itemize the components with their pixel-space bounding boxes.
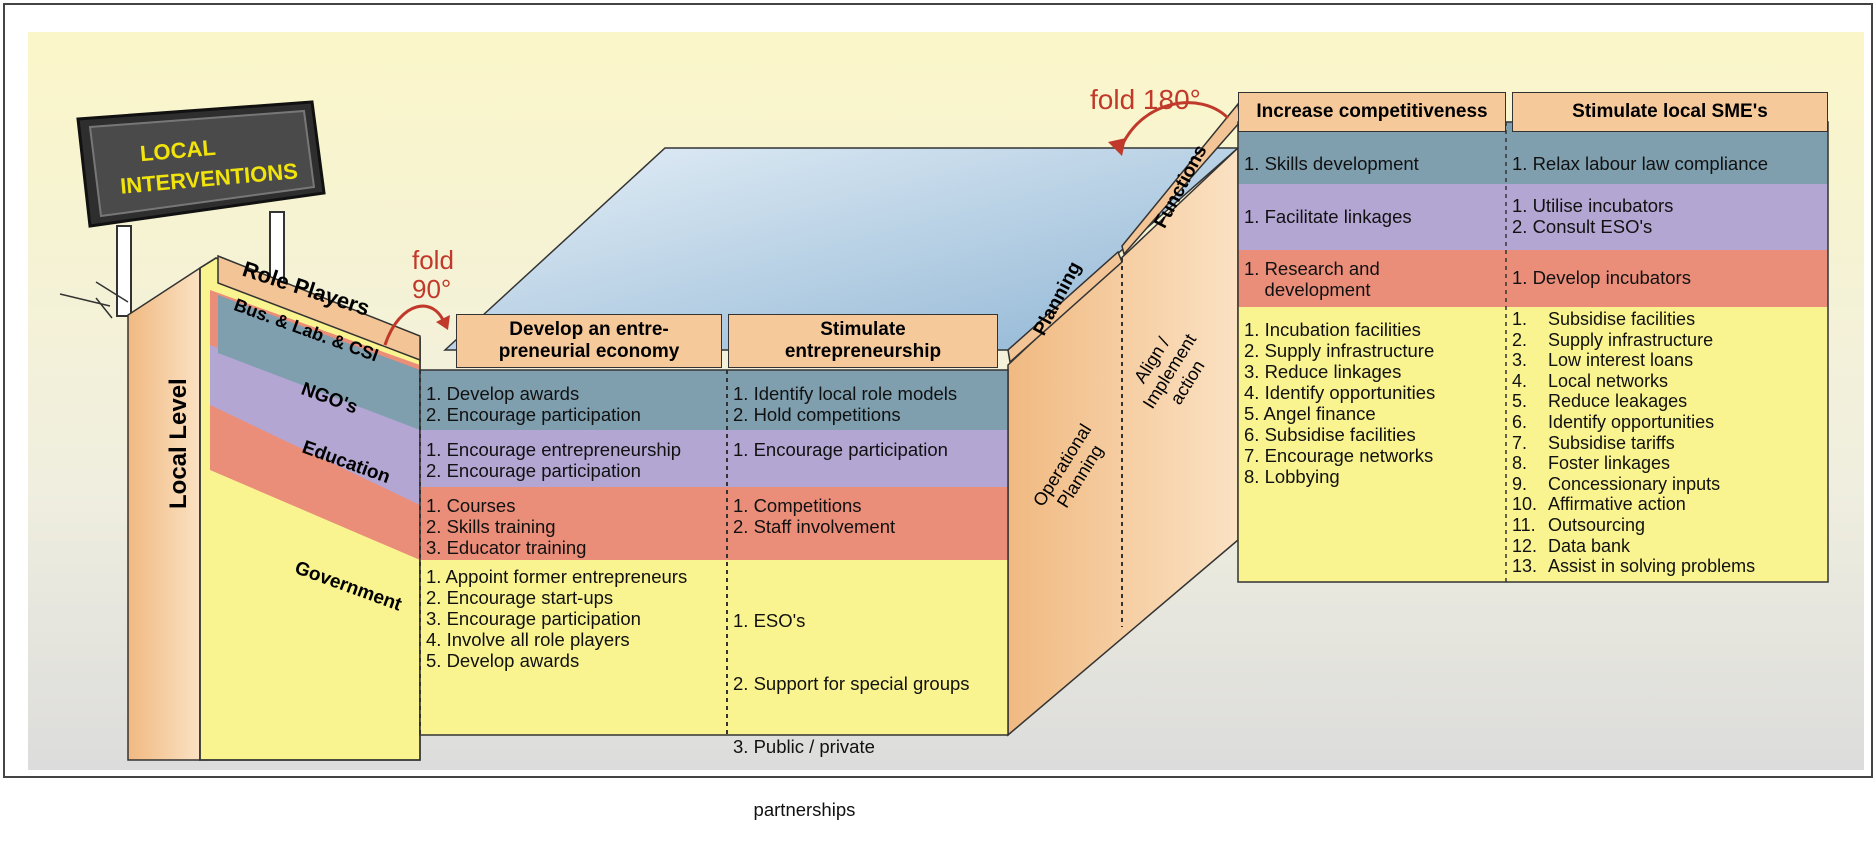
- cell-col3-education: 1. Develop incubators: [1512, 267, 1691, 288]
- band-education: [420, 487, 1008, 560]
- cell-col1-government: 1. ESO's 2. Support for special groups 3…: [733, 610, 970, 820]
- sign-post-left: [116, 225, 132, 317]
- front-table-outline: [419, 369, 1009, 736]
- band-ngo: [420, 430, 1008, 487]
- fold-180-arrow: [1118, 101, 1230, 151]
- grass-lines: [59, 281, 129, 319]
- right-band-government: [1238, 307, 1828, 582]
- header-stimulate-sme: Stimulate local SME's: [1512, 92, 1828, 132]
- fold-180-arrowhead: [1108, 138, 1126, 156]
- planning-tab: [1007, 250, 1123, 364]
- right-band-education: [1238, 250, 1828, 307]
- cell-col1-ngo: 1. Encourage participation: [733, 439, 948, 460]
- cell-col3-government: 1.Subsidise facilities 2.Supply infrastr…: [1512, 309, 1756, 577]
- header-stimulate-entrepreneurship: Stimulate entrepreneurship: [728, 314, 998, 368]
- band-government: [420, 560, 1008, 735]
- cell-col0-education: 1. Courses 2. Skills training 3. Educato…: [426, 495, 587, 558]
- diagram-shapes: [3, 3, 1873, 778]
- header-increase-competitiveness: Increase competitiveness: [1238, 92, 1506, 132]
- fold-90-arrowhead: [436, 315, 450, 330]
- cell-col2-government: 1. Incubation facilities 2. Supply infra…: [1244, 319, 1436, 487]
- band-business: [420, 370, 1008, 430]
- cell-col3-ngo: 1. Utilise incubators 2. Consult ESO's: [1512, 195, 1674, 237]
- cell-col3-business: 1. Relax labour law compliance: [1512, 153, 1769, 174]
- cell-col2-business: 1. Skills development: [1244, 153, 1419, 174]
- cell-col1-education: 1. Competitions 2. Staff involvement: [733, 495, 896, 537]
- cell-col2-education: 1. Research and development: [1244, 258, 1380, 300]
- fold-90-label-line1: fold: [412, 245, 454, 275]
- fold-90-arrow: [383, 304, 447, 346]
- local-level-label: Local Level: [165, 378, 192, 509]
- cell-col0-business: 1. Develop awards 2. Encourage participa…: [426, 383, 641, 425]
- role-face-ngo: [210, 345, 420, 505]
- sign-face: [88, 109, 316, 218]
- cell-col1-business: 1. Identify local role models 2. Hold co…: [733, 383, 958, 425]
- cell-col0-ngo: 1. Encourage entrepreneurship 2. Encoura…: [426, 439, 682, 481]
- right-band-ngo: [1238, 184, 1828, 250]
- local-level-panel: [127, 266, 201, 761]
- cell-col2-ngo: 1. Facilitate linkages: [1244, 206, 1412, 227]
- header-develop-economy: Develop an entre- preneurial economy: [456, 314, 722, 368]
- cell-col0-government: 1. Appoint former entrepreneurs 2. Encou…: [426, 566, 688, 671]
- right-band-business: [1238, 122, 1828, 184]
- fold-90-label-line2: 90°: [412, 274, 452, 304]
- diagram-stage: LOCAL INTERVENTIONS Local Level Role Pla…: [3, 3, 1873, 820]
- role-players-tab: [217, 254, 421, 362]
- fold-180-label: fold 180°: [1090, 84, 1201, 115]
- role-face-business: [218, 295, 420, 430]
